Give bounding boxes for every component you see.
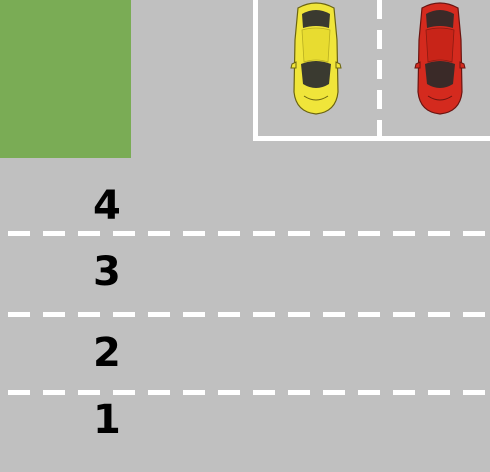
lane-label-2: 2 (93, 330, 121, 376)
parking-space-divider (377, 0, 382, 138)
lane-divider-2-1 (8, 390, 490, 395)
parking-lot-bottom-line (253, 136, 490, 141)
lane-label-3: 3 (93, 249, 121, 295)
yellow-car[interactable] (288, 0, 344, 116)
lane-divider-3-2 (8, 312, 490, 317)
lane-label-1: 1 (93, 397, 121, 443)
parking-lot-left-line (253, 0, 258, 141)
red-car[interactable] (412, 0, 468, 116)
lane-divider-4-3 (8, 231, 490, 236)
grass-area (0, 0, 131, 158)
lane-label-4: 4 (93, 183, 121, 229)
